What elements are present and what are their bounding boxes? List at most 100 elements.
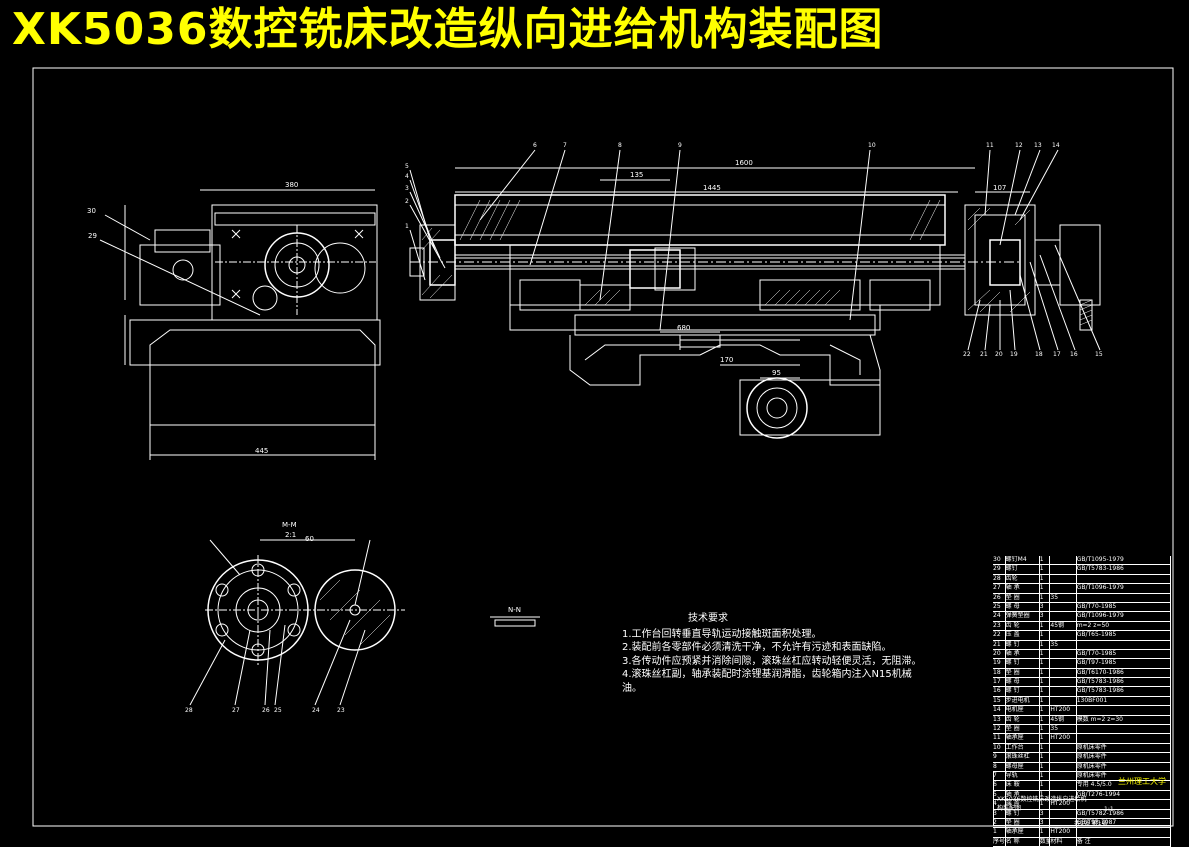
part-no-13: 13 [1034,142,1042,149]
dim-1445: 1445 [703,184,721,192]
bom-cell-std [1077,725,1171,734]
part-no-2: 2 [405,198,409,205]
front-view [409,149,1101,439]
part-no-6: 6 [533,142,537,149]
bom-cell-std: 原机床零件 [1077,743,1171,753]
part-no-1: 1 [405,223,409,230]
part-no-14: 14 [1052,142,1060,149]
bom-cell-qty: 1 [1040,696,1051,706]
bom-cell-mat [1050,649,1077,659]
bom-cell-qty: 1 [1040,659,1051,668]
bom-cell-no: 7 [993,771,1006,781]
bom-cell-name: 螺母座 [1006,762,1040,771]
part-numbers-bottom: 22 21 20 19 18 17 16 15 [963,351,1103,358]
scale-2-1: 2:1 [285,531,296,539]
bom-cell-no: 4 [993,800,1006,809]
tech-line: 油。 [622,682,642,694]
bom-cell-qty: 1 [1040,781,1051,790]
tech-line: 2.装配前各零部件必须清洗干净，不允许有污迹和表面缺陷。 [622,642,892,653]
side-label-29: 29 [88,232,97,240]
bom-cell-name: 工作台 [1006,743,1040,753]
bom-cell-name: 垫 圈 [1006,668,1040,678]
part-numbers-top: 6 7 8 9 10 11 12 13 14 [533,142,1060,149]
bom-cell-no: 30 [993,556,1006,565]
bom-cell-std: GB/T5783-1986 [1077,687,1171,696]
bom-cell-name: 垫 圈 [1006,593,1040,602]
bom-cell-mat [1050,631,1077,640]
dim-1600: 1600 [735,159,753,167]
dim-680: 680 [677,324,690,332]
bom-cell-std [1077,706,1171,715]
side-view [99,189,381,460]
part-no-23: 23 [337,707,345,714]
bom-cell-mat [1050,781,1077,790]
title-block-sheet: 共1张 第1张 [1074,820,1108,827]
part-no-18: 18 [1035,351,1043,358]
bom-cell-mat: 35 [1050,640,1077,649]
drawing-title: XK5036数控铣床改造纵向进给机构装配图 [12,4,884,55]
bom-cell-mat: 材料 [1050,837,1077,847]
bom-cell-no: 11 [993,734,1006,743]
bom-cell-mat [1050,743,1077,753]
bom-cell-std: GB/T5783-1986 [1077,678,1171,687]
bom-cell-qty: 1 [1040,771,1051,781]
bom-cell-std: 原机床零件 [1077,753,1171,762]
bom-cell-name: 螺 钉 [1006,809,1040,818]
title-block-scale: 1:1 [1104,806,1114,813]
bom-cell-qty: 1 [1040,556,1051,565]
bom-cell-mat: HT200 [1050,706,1077,715]
bom-cell-qty: 1 [1040,753,1051,762]
bom-cell-qty: 1 [1040,762,1051,771]
part-no-28: 28 [185,707,193,714]
part-no-15: 15 [1095,351,1103,358]
bom-cell-qty: 3 [1040,612,1051,621]
bom-cell-mat: HT200 [1050,800,1077,809]
bom-cell-qty: 1 [1040,743,1051,753]
bom-cell-no: 15 [993,696,1006,706]
bom-cell-name: 轴 承 [1006,649,1040,659]
bom-cell-std: GB/T97-1985 [1077,659,1171,668]
bom-cell-no: 18 [993,668,1006,678]
bom-cell-no: 12 [993,725,1006,734]
bom-cell-name: 螺 母 [1006,602,1040,612]
bom-cell-no: 16 [993,687,1006,696]
section-m-m [189,539,540,706]
part-no-12: 12 [1015,142,1023,149]
bom-cell-qty: 1 [1040,631,1051,640]
bom-cell-qty: 1 [1040,649,1051,659]
bom-cell-name: 螺 钉 [1006,687,1040,696]
bom-cell-mat [1050,790,1077,800]
bom-cell-std: m=2 z=50 [1077,621,1171,631]
bom-cell-qty: 1 [1040,828,1051,837]
bom-cell-mat: 45钢 [1050,715,1077,725]
part-no-7: 7 [563,142,567,149]
bom-cell-no: 24 [993,612,1006,621]
part-no-16: 16 [1070,351,1078,358]
dim-107: 107 [993,184,1006,192]
bom-cell-std [1077,574,1171,584]
bom-cell-mat [1050,602,1077,612]
bom-cell-no: 8 [993,762,1006,771]
part-no-26: 26 [262,707,270,714]
bom-cell-qty: 1 [1040,706,1051,715]
bom-cell-name: 轴承座 [1006,734,1040,743]
bom-cell-std: GB/T1096-1979 [1077,584,1171,593]
part-no-27: 27 [232,707,240,714]
tech-line: 3.各传动件应预紧并消除间隙，滚珠丝杠应转动轻便灵活，无阻滞。 [622,655,922,667]
bom-cell-name: 轴 承 [1006,584,1040,593]
bom-cell-name: 齿 轮 [1006,621,1040,631]
bom-cell-no: 25 [993,602,1006,612]
part-no-21: 21 [980,351,988,358]
bom-cell-no: 19 [993,659,1006,668]
bom-cell-qty: 1 [1040,621,1051,631]
bom-cell-no: 序号 [993,837,1006,847]
